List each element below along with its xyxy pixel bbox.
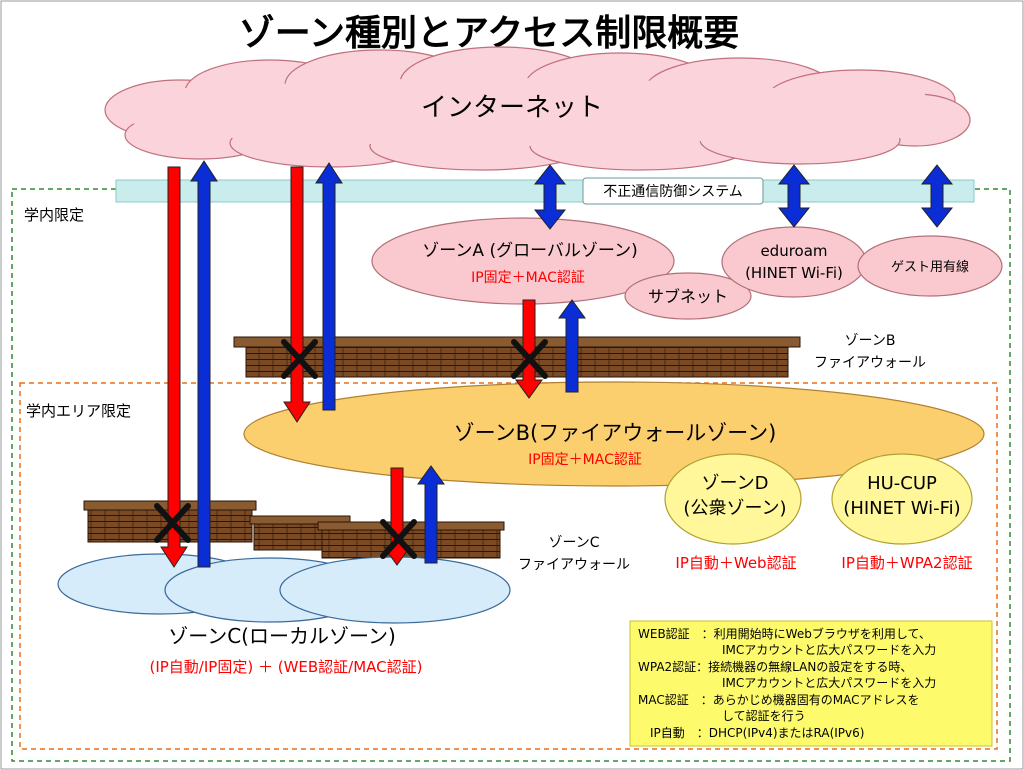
zone-a-auth: IP固定＋MAC認証	[471, 270, 585, 286]
guest-ellipse	[857, 235, 1003, 297]
arrow-bidir-internet-eduroam	[777, 164, 811, 228]
legend-box	[629, 620, 993, 747]
blocked-mark	[511, 339, 548, 379]
eduroam-line1: eduroam	[760, 242, 827, 260]
zone-d-line1: ゾーンD	[702, 473, 769, 494]
eduroam-ellipse	[721, 226, 867, 298]
subnet-ellipse	[624, 272, 752, 320]
blocked-mark	[154, 503, 191, 543]
internet-label: インターネット	[421, 93, 603, 123]
zone-d-ellipse	[664, 453, 802, 545]
zone-b-auth: IP固定＋MAC認証	[528, 452, 642, 468]
legend-line: WEB認証 ：利用開始時にWebブラウザを利用して、	[638, 626, 931, 641]
arrow-bidir-internet-guest	[920, 164, 954, 228]
arrow-down-internet-to-zone-b	[283, 166, 311, 423]
fw-b-line2: ファイアウォール	[814, 355, 926, 371]
internet-cloud	[104, 46, 971, 171]
legend-line: して認証を行う	[638, 708, 806, 723]
legend-line: IMCアカウントと広大パスワードを入力	[638, 643, 936, 657]
zone-b-name: ゾーンB(ファイアウォールゾーン)	[454, 421, 777, 445]
hucup-line2: (HINET Wi-Fi)	[843, 498, 960, 519]
blocked-mark	[281, 339, 318, 379]
hucup-ellipse	[831, 453, 973, 545]
ips-label: 不正通信防御システム	[603, 184, 743, 200]
ips-label-box	[582, 177, 764, 205]
fw-c-line1: ゾーンC	[548, 535, 599, 551]
zone-d-line2: (公衆ゾーン)	[683, 498, 786, 519]
arrow-up-zone-b-to-internet	[315, 162, 343, 411]
zone-c-name: ゾーンC(ローカルゾーン)	[168, 624, 396, 648]
hucup-auth: IP自動＋WPA2認証	[841, 554, 972, 572]
legend-line: IP自動 ：DHCP(IPv4)またはRA(IPv6)	[638, 726, 864, 740]
campus-area-boundary	[19, 382, 998, 750]
zone-c-ellipse-3	[279, 556, 511, 624]
subnet-label: サブネット	[648, 287, 728, 306]
arrow-up-zone-c-to-zone-b	[417, 465, 445, 564]
arrow-bidir-internet-zone-a	[533, 164, 567, 230]
arrow-down-internet-to-zone-c	[160, 166, 188, 568]
zone-c-firewall	[83, 500, 505, 559]
blocked-mark	[380, 519, 417, 559]
campus-label: 学内限定	[24, 206, 84, 224]
legend-line: IMCアカウントと広大パスワードを入力	[638, 676, 936, 690]
hucup-line1: HU-CUP	[867, 473, 937, 494]
campus-area-label: 学内エリア限定	[26, 402, 131, 420]
legend-line: MAC認証 ：あらかじめ機器固有のMACアドレスを	[638, 692, 919, 707]
arrow-down-zone-a-to-zone-b	[515, 299, 543, 399]
fw-c-line2: ファイアウォール	[518, 557, 630, 573]
legend-text: WEB認証 ：利用開始時にWebブラウザを利用して、 IMCアカウントと広大パス…	[638, 626, 936, 740]
guest-label: ゲスト用有線	[891, 259, 969, 275]
arrow-up-zone-c-to-internet	[190, 160, 218, 568]
zone-a-name: ゾーンA (グローバルゾーン)	[422, 241, 637, 261]
zone-c-auth: (IP自動/IP固定) ＋ (WEB認証/MAC認証)	[149, 658, 422, 676]
zone-d-auth: IP自動＋Web認証	[675, 554, 796, 572]
eduroam-line2: (HINET Wi-Fi)	[745, 264, 843, 282]
fw-b-line1: ゾーンB	[845, 333, 896, 349]
arrow-up-zone-b-to-zone-a	[558, 299, 586, 393]
zone-b-ellipse	[243, 381, 985, 487]
legend-line: WPA2認証：接続機器の無線LANの設定をする時、	[638, 659, 912, 674]
